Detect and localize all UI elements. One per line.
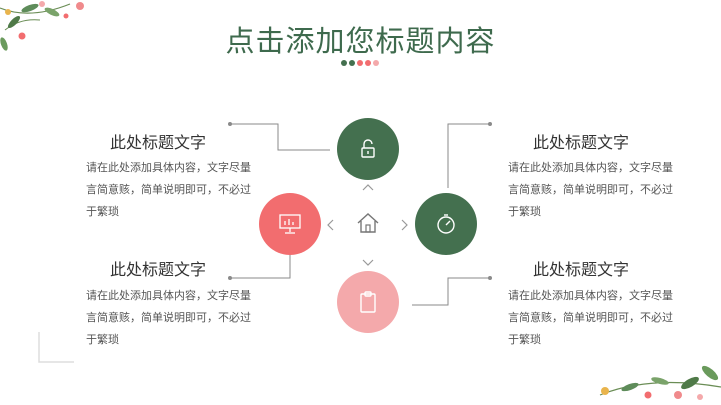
clipboard-icon: [360, 291, 376, 313]
hub-node-top[interactable]: [337, 118, 399, 180]
block-body-bottom-right[interactable]: 请在此处添加具体内容，文字尽量言简意赅，简单说明即可，不必过于繁琐: [508, 289, 673, 346]
hub-node-right[interactable]: [415, 193, 477, 255]
hub-node-left[interactable]: [259, 193, 321, 255]
chevron-up-icon: [362, 184, 374, 191]
block-body-top-left[interactable]: 请在此处添加具体内容，文字尽量言简意赅，简单说明即可，不必过于繁琐: [86, 161, 251, 218]
hub-node-bottom[interactable]: [337, 271, 399, 333]
floral-decoration-bottom-right: [599, 365, 721, 400]
block-body-bottom-left[interactable]: 请在此处添加具体内容，文字尽量言简意赅，简单说明即可，不必过于繁琐: [86, 289, 251, 346]
unlock-icon: [361, 139, 375, 158]
block-title-top-left[interactable]: 此处标题文字: [109, 133, 206, 152]
title-dot: [341, 60, 347, 66]
home-icon[interactable]: [355, 210, 381, 236]
chevron-right-icon: [401, 219, 408, 231]
block-title-bottom-right[interactable]: 此处标题文字: [532, 260, 629, 279]
page-title[interactable]: 点击添加您标题内容: [225, 24, 496, 58]
title-dot: [357, 60, 363, 66]
block-body-top-right[interactable]: 请在此处添加具体内容，文字尽量言简意赅，简单说明即可，不必过于繁琐: [508, 161, 673, 218]
presentation-icon: [279, 214, 301, 234]
chevron-down-icon: [362, 259, 374, 266]
title-dot: [365, 60, 371, 66]
title-dot: [349, 60, 355, 66]
chevron-left-icon: [327, 219, 334, 231]
floral-decoration-top-left: [0, 1, 84, 51]
block-title-bottom-left[interactable]: 此处标题文字: [109, 260, 206, 279]
title-dot: [373, 60, 379, 66]
stopwatch-icon: [437, 214, 455, 234]
block-title-top-right[interactable]: 此处标题文字: [532, 133, 629, 152]
corner-bracket-decoration: [38, 332, 74, 363]
